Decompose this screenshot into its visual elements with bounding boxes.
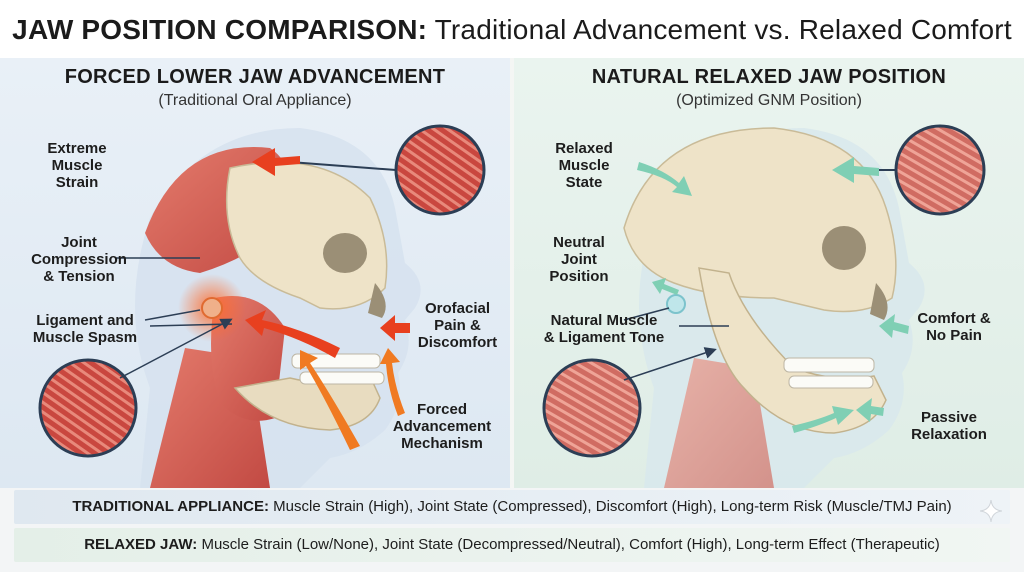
upper-teeth [783, 357, 875, 373]
label-orofacial-pain: Orofacial Pain & Discomfort [417, 300, 498, 351]
summary-row-relaxed: RELAXED JAW: Muscle Strain (Low/None), J… [14, 528, 1010, 562]
left-panel-subheading: (Traditional Oral Appliance) [158, 92, 352, 109]
nasal-cavity [368, 283, 386, 318]
advance-arrow-2 [380, 348, 405, 416]
fiber-zoom-top [894, 124, 986, 216]
label-comfort-no-pain: Comfort & No Pain [917, 310, 991, 344]
left-panel: FORCED LOWER JAW ADVANCEMENT (Traditiona… [0, 58, 510, 488]
skull [623, 127, 897, 313]
label-relaxed-muscle-state: Relaxed Muscle State [555, 140, 613, 191]
summary-traditional-text: Muscle Strain (High), Joint State (Compr… [273, 498, 952, 515]
lower-teeth [788, 375, 874, 389]
panel-divider [510, 58, 514, 488]
right-panel: NATURAL RELAXED JAW POSITION (Optimized … [514, 58, 1024, 488]
strain-arrow-top [252, 148, 300, 176]
relax-arrow-comfort [879, 314, 909, 338]
label-extreme-muscle-strain: Extreme Muscle Strain [47, 140, 107, 191]
jaw-joint [201, 297, 223, 319]
summary-section: TRADITIONAL APPLIANCE: Muscle Strain (Hi… [0, 488, 1024, 572]
relax-arrow-muscle [637, 162, 692, 196]
right-illustration [542, 124, 986, 488]
relax-arrow-passive-2 [792, 406, 854, 433]
page-title: JAW POSITION COMPARISON: Traditional Adv… [0, 14, 1024, 46]
fiber-zoom-top [394, 124, 486, 216]
title-bold: JAW POSITION COMPARISON: [12, 14, 428, 45]
summary-relaxed-text: Muscle Strain (Low/None), Joint State (D… [201, 536, 940, 553]
label-passive-relaxation: Passive Relaxation [911, 409, 987, 443]
advance-arrow-1 [300, 350, 360, 450]
strain-arrow-jaw [245, 310, 340, 358]
label-natural-tone: Natural Muscle & Ligament Tone [543, 312, 665, 346]
eye-socket [822, 226, 866, 270]
left-illustration [38, 124, 486, 488]
pain-arrow [380, 315, 410, 341]
lower-jaw [698, 267, 887, 434]
summary-traditional-key: TRADITIONAL APPLIANCE: [72, 498, 269, 515]
label-ligament-spasm: Ligament and Muscle Spasm [32, 312, 138, 346]
left-panel-heading: FORCED LOWER JAW ADVANCEMENT [64, 66, 446, 88]
title-rest: Traditional Advancement vs. Relaxed Comf… [434, 14, 1012, 45]
nasal-cavity [870, 283, 888, 320]
right-panel-subheading: (Optimized GNM Position) [676, 92, 862, 109]
eye-socket [323, 233, 367, 273]
label-joint-compression: Joint Compression & Tension [31, 234, 127, 285]
label-neutral-joint: Neutral Joint Position [549, 234, 609, 285]
sparkle-icon [980, 500, 1002, 522]
label-forced-advancement: Forced Advancement Mechanism [392, 401, 492, 452]
summary-relaxed-key: RELAXED JAW: [84, 536, 198, 553]
relax-arrow-top [832, 157, 879, 183]
fiber-zoom-bottom [38, 358, 138, 458]
fiber-zoom-bottom [542, 358, 642, 458]
summary-row-traditional: TRADITIONAL APPLIANCE: Muscle Strain (Hi… [14, 490, 1010, 524]
jaw-joint [666, 294, 686, 314]
right-panel-heading: NATURAL RELAXED JAW POSITION [591, 66, 947, 88]
relax-arrow-joint [652, 278, 679, 295]
relax-arrow-passive [856, 398, 884, 422]
